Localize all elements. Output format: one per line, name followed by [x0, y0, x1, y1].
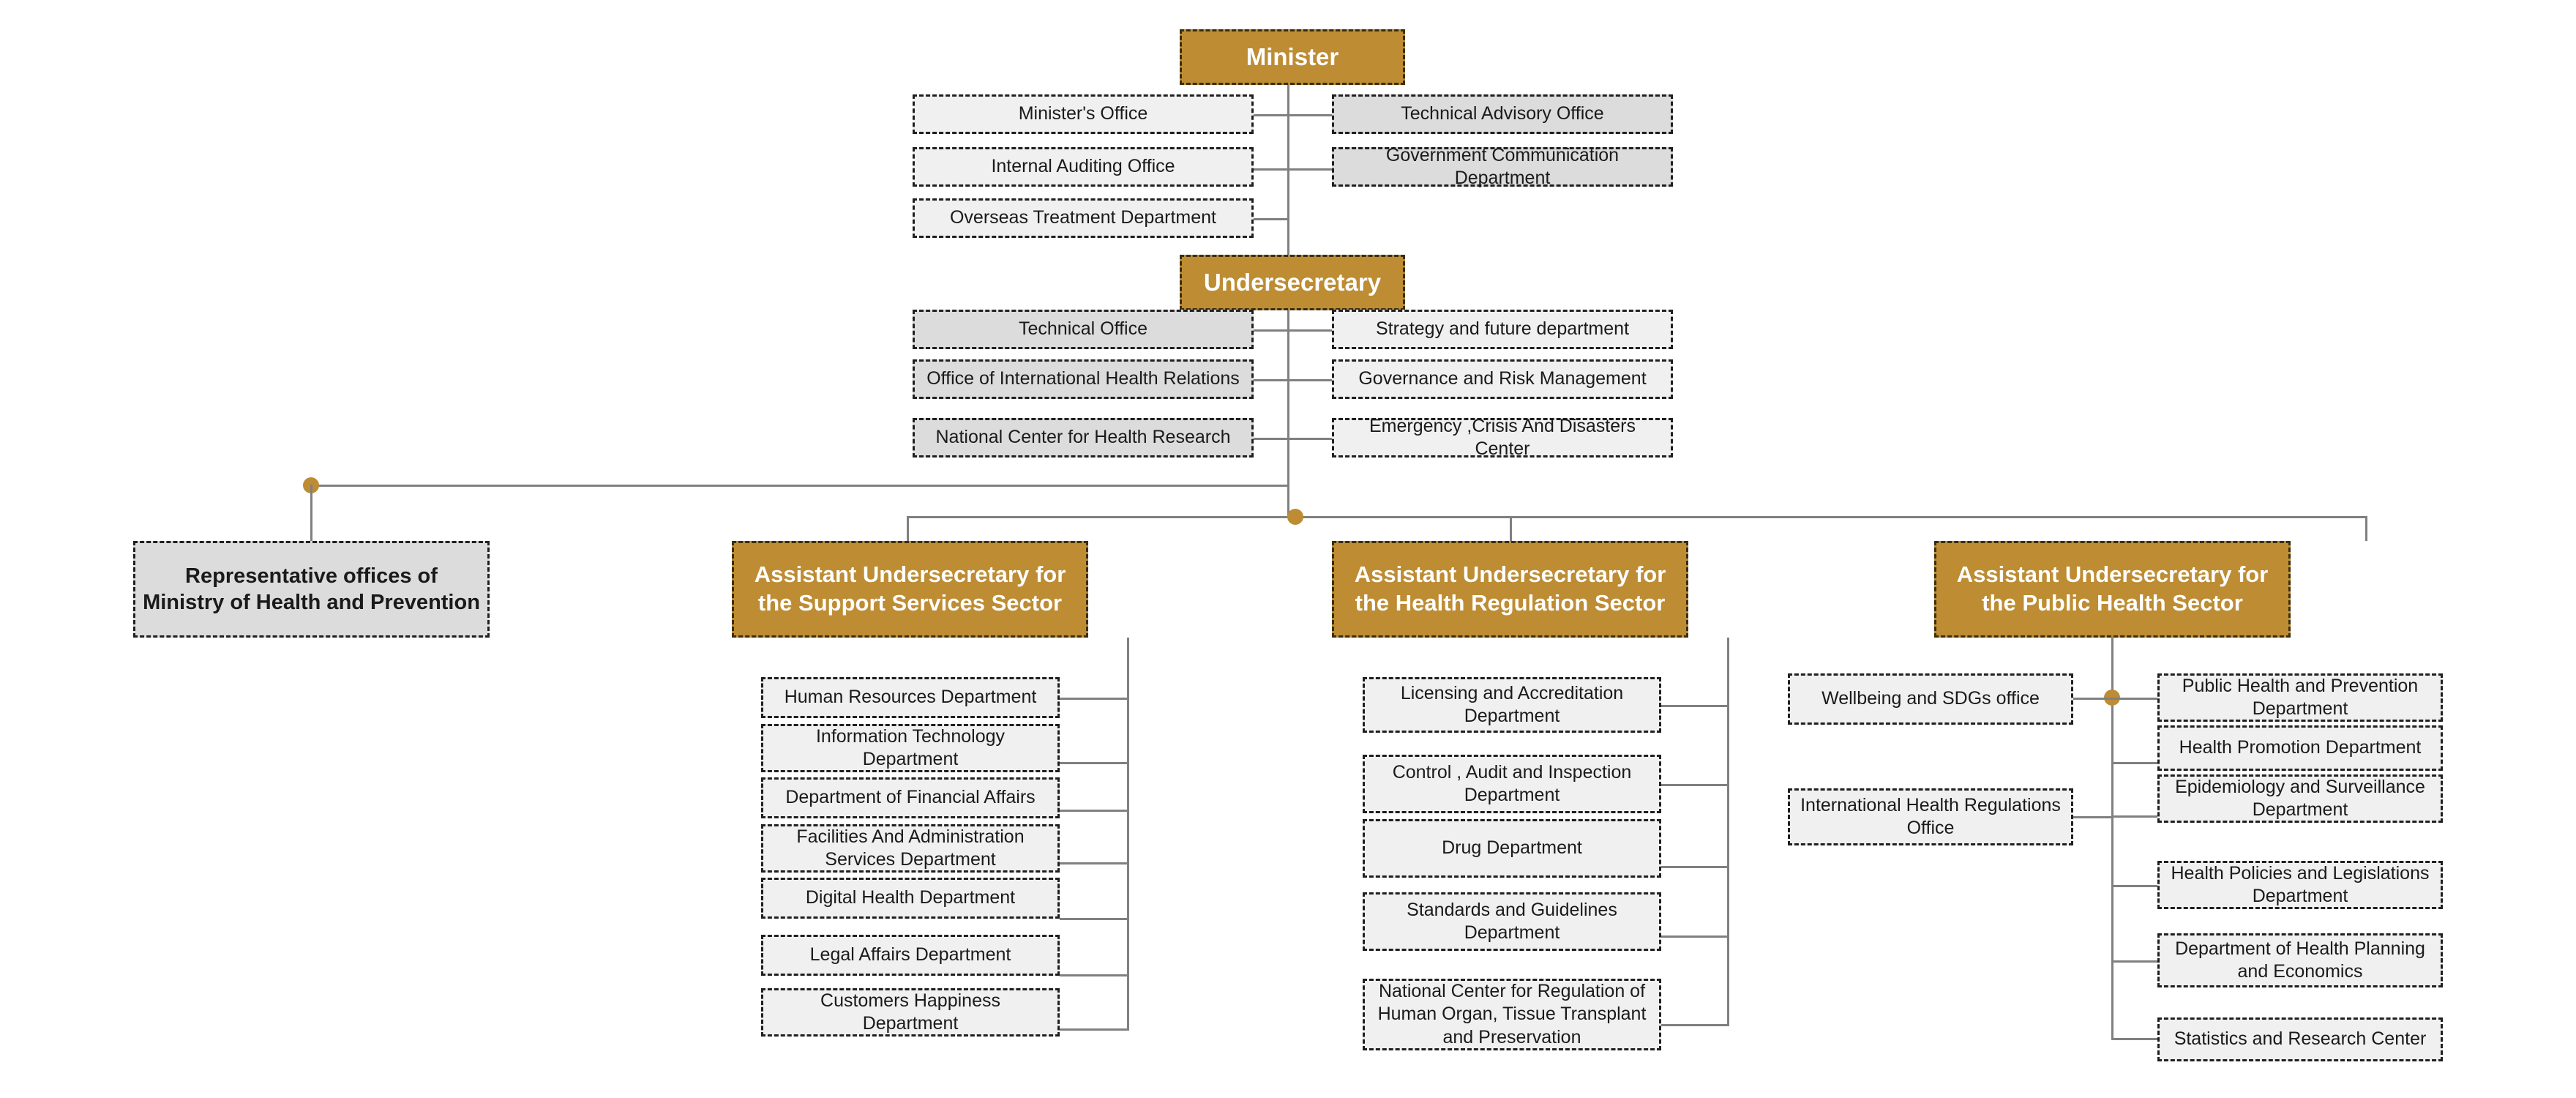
dept-box-standards-guidelines[interactable]: Standards and Guidelines Department — [1363, 892, 1661, 951]
staff-box-government-communication-department[interactable]: Government Communication Department — [1332, 145, 1673, 188]
connector-bus-upper — [311, 485, 1289, 487]
connector-support-stub-7 — [1060, 1028, 1129, 1031]
node-representative-offices[interactable]: Representative offices of Ministry of He… — [133, 541, 490, 638]
connector-regulation-stub-2 — [1661, 784, 1729, 786]
connector-support-stub-6 — [1060, 974, 1129, 976]
dept-box-health-policies-legislations[interactable]: Health Policies and Legislations Departm… — [2157, 861, 2443, 909]
connector-minister-right-1 — [1287, 114, 1332, 116]
connector-publichealth-right-stub-2 — [2111, 762, 2157, 764]
dept-box-drug[interactable]: Drug Department — [1363, 819, 1661, 878]
node-assistant-undersecretary-health-regulation[interactable]: Assistant Undersecretary for the Health … — [1332, 541, 1688, 638]
connector-regulation-stub-5 — [1661, 1024, 1729, 1026]
dept-box-health-promotion[interactable]: Health Promotion Department — [2157, 725, 2443, 771]
connector-publichealth-left-stub-2 — [2073, 816, 2113, 818]
connector-regulation-spine — [1727, 638, 1729, 1026]
dept-box-epidemiology-surveillance[interactable]: Epidemiology and Surveillance Department — [2157, 774, 2443, 823]
bus-node-center — [1287, 509, 1303, 525]
dept-box-facilities-administration-services[interactable]: Facilities And Administration Services D… — [761, 824, 1060, 873]
connector-regulation-stub-1 — [1661, 705, 1729, 707]
dept-box-human-resources[interactable]: Human Resources Department — [761, 677, 1060, 718]
connector-support-stub-3 — [1060, 810, 1129, 812]
staff-box-ministers-office[interactable]: Minister's Office — [913, 94, 1254, 134]
dept-box-digital-health[interactable]: Digital Health Department — [761, 878, 1060, 919]
staff-box-overseas-treatment-department[interactable]: Overseas Treatment Department — [913, 198, 1254, 238]
staff-box-technical-advisory-office[interactable]: Technical Advisory Office — [1332, 94, 1673, 134]
dept-box-public-health-prevention[interactable]: Public Health and Prevention Department — [2157, 673, 2443, 722]
connector-publichealth-right-stub-1 — [2111, 698, 2157, 700]
staff-box-national-center-health-research[interactable]: National Center for Health Research — [913, 418, 1254, 458]
connector-support-drop — [907, 516, 909, 541]
connector-us-right-2 — [1287, 379, 1332, 381]
connector-support-spine — [1127, 638, 1129, 1031]
dept-box-information-technology[interactable]: Information Technology Department — [761, 724, 1060, 772]
connector-regulation-drop — [1510, 516, 1512, 541]
office-box-international-health-regulations[interactable]: International Health Regulations Office — [1788, 788, 2073, 845]
dept-box-legal-affairs[interactable]: Legal Affairs Department — [761, 935, 1060, 976]
connector-us-right-1 — [1287, 329, 1332, 332]
connector-support-stub-1 — [1060, 698, 1129, 700]
connector-publichealth-left-stub-1 — [2073, 698, 2113, 700]
connector-minister-left-1 — [1254, 114, 1289, 116]
connector-representative-drop — [310, 485, 312, 541]
dept-box-control-audit-inspection[interactable]: Control , Audit and Inspection Departmen… — [1363, 755, 1661, 813]
connector-publichealth-spine — [2111, 638, 2113, 1040]
node-undersecretary[interactable]: Undersecretary — [1180, 255, 1405, 310]
connector-regulation-stub-4 — [1661, 935, 1729, 938]
node-minister[interactable]: Minister — [1180, 29, 1405, 85]
connector-minister-right-2 — [1287, 168, 1332, 171]
staff-box-office-international-health-relations[interactable]: Office of International Health Relations — [913, 359, 1254, 399]
staff-box-strategy-future-department[interactable]: Strategy and future department — [1332, 310, 1673, 349]
connector-publichealth-right-stub-3 — [2111, 815, 2157, 818]
connector-regulation-stub-3 — [1661, 866, 1729, 868]
staff-box-internal-auditing-office[interactable]: Internal Auditing Office — [913, 147, 1254, 187]
connector-publichealth-right-stub-4 — [2111, 885, 2157, 887]
connector-support-stub-2 — [1060, 762, 1129, 764]
connector-support-stub-5 — [1060, 918, 1129, 920]
connector-publichealth-right-stub-5 — [2111, 960, 2157, 963]
connector-us-left-1 — [1254, 329, 1289, 332]
staff-box-technical-office[interactable]: Technical Office — [913, 310, 1254, 349]
node-assistant-undersecretary-public-health[interactable]: Assistant Undersecretary for the Public … — [1934, 541, 2291, 638]
dept-box-customers-happiness[interactable]: Customers Happiness Department — [761, 988, 1060, 1037]
connector-us-left-2 — [1254, 379, 1289, 381]
dept-box-financial-affairs[interactable]: Department of Financial Affairs — [761, 777, 1060, 818]
dept-box-health-planning-economics[interactable]: Department of Health Planning and Econom… — [2157, 933, 2443, 987]
connector-publichealth-right-stub-6 — [2111, 1038, 2157, 1040]
node-assistant-undersecretary-support-services[interactable]: Assistant Undersecretary for the Support… — [732, 541, 1088, 638]
connector-us-left-3 — [1254, 438, 1289, 440]
dept-box-statistics-research-center[interactable]: Statistics and Research Center — [2157, 1017, 2443, 1061]
connector-us-right-3 — [1287, 438, 1332, 440]
dept-box-licensing-accreditation[interactable]: Licensing and Accreditation Department — [1363, 677, 1661, 733]
connector-publichealth-drop — [2365, 516, 2367, 541]
connector-undersecretary-trunk — [1287, 310, 1289, 517]
connector-bus-lower — [907, 516, 2367, 518]
connector-support-stub-4 — [1060, 862, 1129, 864]
dept-box-national-center-regulation-human-organ[interactable]: National Center for Regulation of Human … — [1363, 979, 1661, 1050]
staff-box-governance-risk-management[interactable]: Governance and Risk Management — [1332, 359, 1673, 399]
connector-minister-left-3 — [1254, 218, 1289, 220]
connector-minister-left-2 — [1254, 168, 1289, 171]
staff-box-emergency-crisis-disasters-center[interactable]: Emergency ,Crisis And Disasters Center — [1332, 416, 1673, 459]
office-box-wellbeing-sdgs[interactable]: Wellbeing and SDGs office — [1788, 673, 2073, 725]
